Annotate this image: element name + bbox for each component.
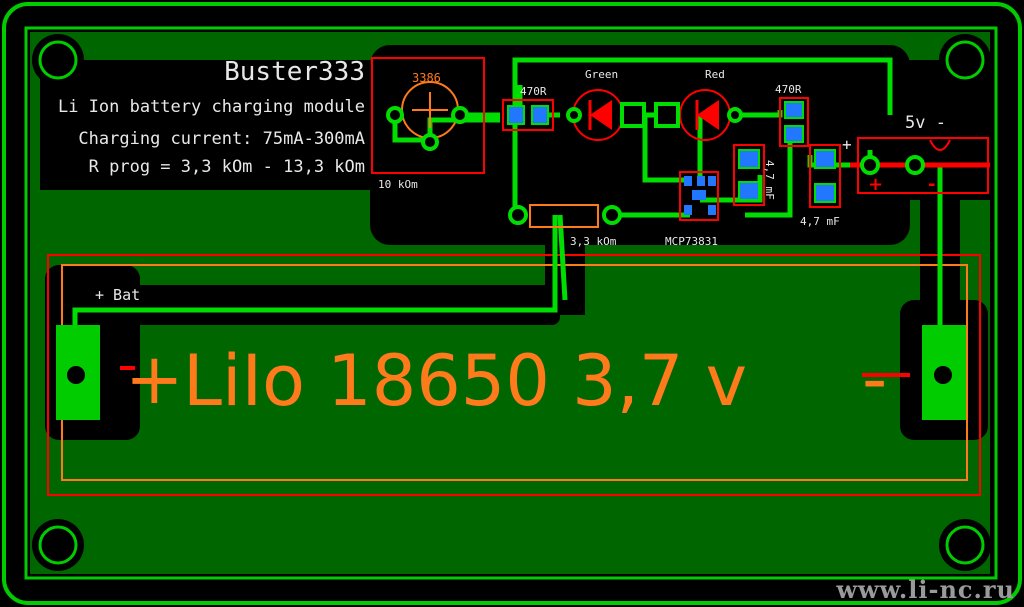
power-minus-red: - (928, 174, 935, 195)
watermark: www.li-nc.ru (835, 575, 1015, 604)
battery-label: + Bat (95, 286, 140, 304)
resistor-prog-label: 3,3 kOm (570, 235, 617, 248)
board-inner-outline (24, 26, 998, 580)
trimmer-code: 3386 (412, 71, 441, 85)
ic-mcp73831 (679, 171, 719, 221)
minus-sign: - (862, 338, 887, 420)
cap-left (733, 144, 765, 206)
author-label: Buster333 (224, 57, 365, 87)
led-red-icon (654, 89, 743, 141)
power-label: 5v - (905, 113, 946, 133)
bat-minus-pad (922, 325, 966, 420)
resistor-470-left-label: 470R (520, 85, 547, 98)
mounting-holes (32, 34, 991, 571)
resistor-prog (508, 204, 622, 228)
resistor-470-right (779, 97, 809, 147)
plus-sign: + (125, 338, 184, 420)
r-prog-label: R prog = 3,3 kOm - 13,3 kOm (89, 157, 365, 177)
led-red-label: Red (705, 68, 725, 81)
description-label: Li Ion battery charging module (58, 97, 365, 117)
power-plus-red: + (868, 174, 883, 195)
circuit-clearance (370, 45, 910, 245)
power-plus: + (842, 135, 852, 154)
led-green-label: Green (585, 68, 618, 81)
battery-holder-outline (47, 254, 981, 496)
cap-left-label: 4,7 mF (763, 160, 776, 200)
text-clearance (40, 60, 370, 190)
power-connector (850, 137, 990, 194)
main-battery-label: LiIo 18650 3,7 v (183, 340, 747, 422)
bat-plus-pad (56, 325, 100, 420)
resistor-470-right-label: 470R (775, 83, 802, 96)
cap-right (809, 144, 841, 208)
led-green-icon (566, 89, 646, 141)
cap-right-label: 4,7 mF (800, 215, 840, 228)
charging-current-label: Charging current: 75mA-300mA (78, 129, 365, 149)
trimmer-value: 10 kOm (378, 178, 418, 191)
ic-label: MCP73831 (665, 235, 718, 248)
trimmer-outline (371, 57, 485, 174)
resistor-470-left (502, 99, 554, 131)
